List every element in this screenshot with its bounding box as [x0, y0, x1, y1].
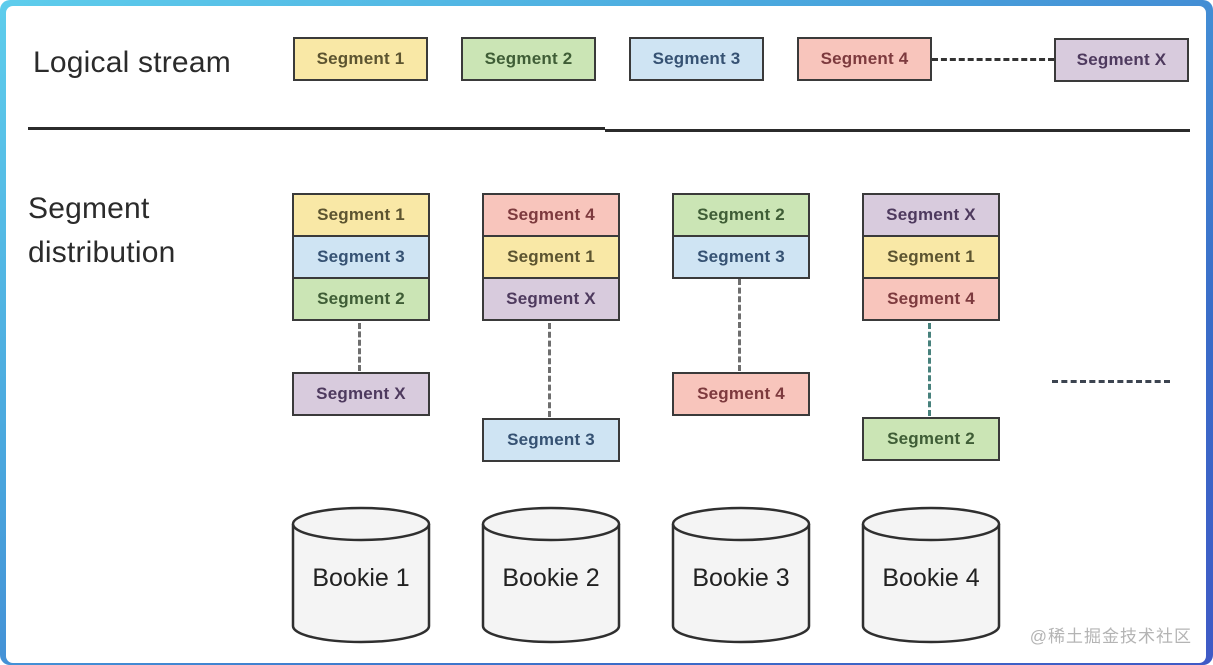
bookie1-label: Bookie 1 — [312, 564, 410, 592]
more-bookies-ellipsis-dash — [1052, 380, 1170, 383]
diagram-canvas: Logical stream Segment 1 Segment 2 Segme… — [6, 6, 1206, 663]
bookie4-segment-2: Segment 2 — [862, 417, 1000, 461]
logical-segment-2: Segment 2 — [461, 37, 596, 81]
watermark-text: @稀土掘金技术社区 — [1029, 627, 1192, 646]
logical-segment-1: Segment 1 — [293, 37, 428, 81]
bookie3-segment-3: Segment 3 — [672, 235, 810, 279]
bookie3-segment-4: Segment 4 — [672, 372, 810, 416]
bookie2-segment-4: Segment 4 — [482, 193, 620, 237]
bookie4-cylinder: Bookie 4 — [860, 504, 1002, 646]
bookie4-segment-4: Segment 4 — [862, 277, 1000, 321]
segment-distribution-label-line1: Segment — [28, 192, 150, 225]
bookie4-label: Bookie 4 — [882, 564, 980, 592]
bookie1-segment-3: Segment 3 — [292, 235, 430, 279]
bookie4-dash-connector — [928, 323, 931, 416]
database-cylinder-icon — [291, 506, 431, 644]
bookie1-segment-1: Segment 1 — [292, 193, 430, 237]
bookie1-dash-connector — [358, 323, 361, 371]
bookie4-segment-x: Segment X — [862, 193, 1000, 237]
bookie3-segment-2: Segment 2 — [672, 193, 810, 237]
database-cylinder-icon — [861, 506, 1001, 644]
divider-line-right — [605, 129, 1190, 132]
logical-segment-x: Segment X — [1054, 38, 1189, 82]
bookie2-label: Bookie 2 — [502, 564, 600, 592]
bookie3-cylinder: Bookie 3 — [670, 504, 812, 646]
database-cylinder-icon — [671, 506, 811, 644]
bookie1-segment-2: Segment 2 — [292, 277, 430, 321]
bookie1-cylinder: Bookie 1 — [290, 504, 432, 646]
bookie1-segment-x: Segment X — [292, 372, 430, 416]
ellipsis-dash-connector — [932, 58, 1054, 61]
bookie2-segment-3: Segment 3 — [482, 418, 620, 462]
segment-distribution-label: Segment distribution — [28, 187, 175, 275]
bookie3-label: Bookie 3 — [692, 564, 790, 592]
bookie4-segment-1: Segment 1 — [862, 235, 1000, 279]
divider-line-left — [28, 127, 605, 130]
bookie2-dash-connector — [548, 323, 551, 417]
bookie2-segment-1: Segment 1 — [482, 235, 620, 279]
database-cylinder-icon — [481, 506, 621, 644]
bookie3-dash-connector — [738, 279, 741, 371]
segment-distribution-label-line2: distribution — [28, 236, 176, 269]
bookie2-segment-x: Segment X — [482, 277, 620, 321]
logical-stream-label: Logical stream — [33, 46, 231, 79]
bookie2-cylinder: Bookie 2 — [480, 504, 622, 646]
logical-segment-3: Segment 3 — [629, 37, 764, 81]
logical-segment-4: Segment 4 — [797, 37, 932, 81]
